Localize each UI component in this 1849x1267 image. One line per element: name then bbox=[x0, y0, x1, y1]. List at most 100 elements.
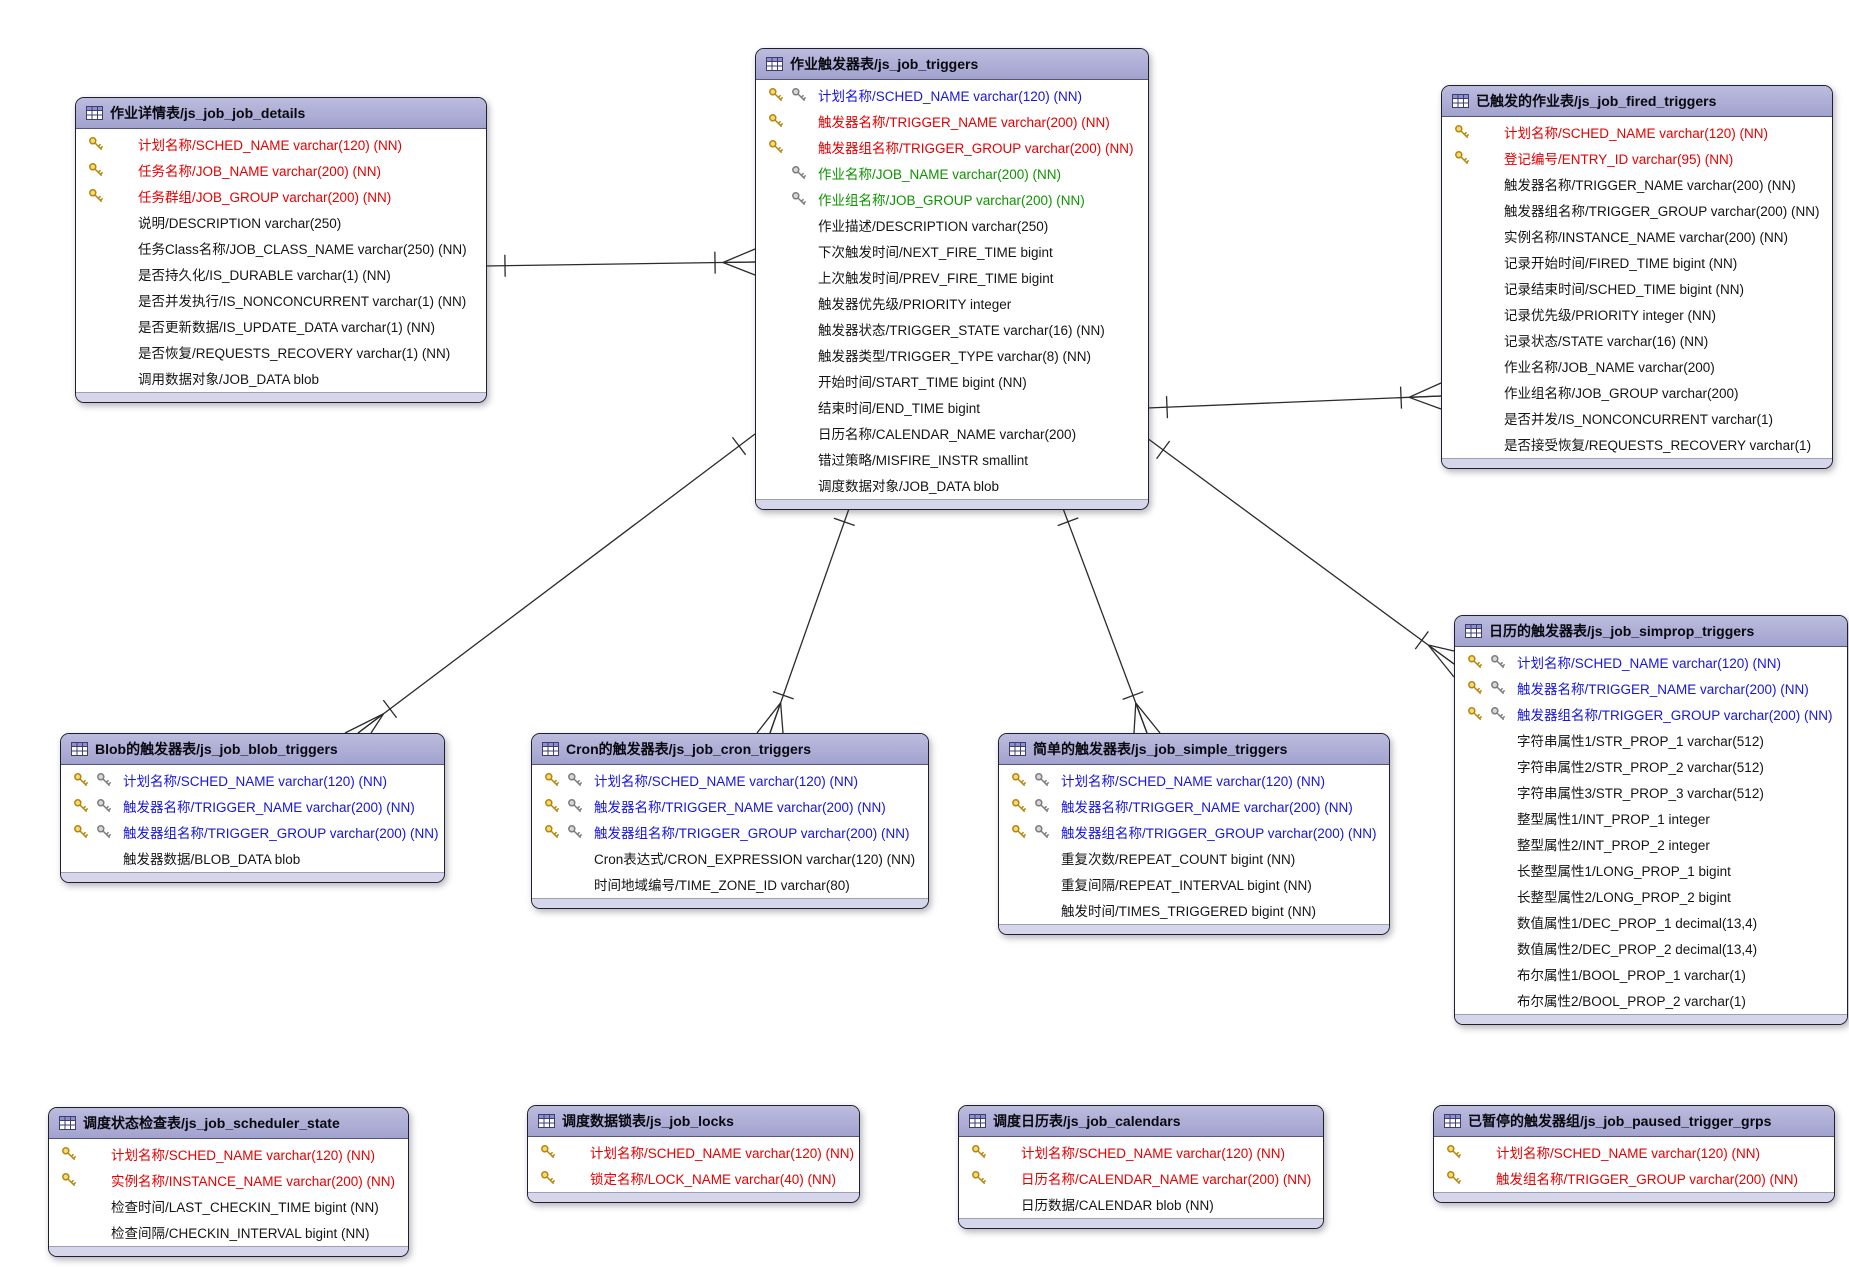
column-row: 整型属性1/INT_PROP_1 integer bbox=[1455, 805, 1847, 831]
table-js_job_triggers[interactable]: 作业触发器表/js_job_triggers 计划名称/SCHED_NAME v… bbox=[755, 48, 1149, 510]
column-row: 记录优先级/PRIORITY integer (NN) bbox=[1442, 301, 1832, 327]
table-js_job_paused_trigger_grps[interactable]: 已暂停的触发器组/js_job_paused_trigger_grps 计划名称… bbox=[1433, 1105, 1835, 1203]
column-row: 作业描述/DESCRIPTION varchar(250) bbox=[756, 212, 1148, 238]
relation-line-job-details-to-triggers bbox=[484, 261, 756, 267]
column-definition: 实例名称/INSTANCE_NAME varchar(200) (NN) bbox=[1504, 230, 1789, 245]
relation-line-triggers-to-simple-triggers bbox=[1060, 502, 1148, 734]
column-definition: 触发器优先级/PRIORITY integer bbox=[818, 297, 1012, 312]
column-row: 是否恢复/REQUESTS_RECOVERY varchar(1) (NN) bbox=[76, 339, 486, 365]
table-js_job_locks[interactable]: 调度数据锁表/js_job_locks 计划名称/SCHED_NAME varc… bbox=[527, 1105, 860, 1203]
table-js_job_blob_triggers[interactable]: Blob的触发器表/js_job_blob_triggers 计划名称/SCHE… bbox=[60, 733, 445, 883]
column-row: 触发器状态/TRIGGER_STATE varchar(16) (NN) bbox=[756, 316, 1148, 342]
primary-key-icon bbox=[73, 825, 88, 838]
primary-key-icon bbox=[1467, 707, 1482, 720]
table-title: 日历的触发器表/js_job_simprop_triggers bbox=[1489, 623, 1755, 639]
column-row: 错过策略/MISFIRE_INSTR smallint bbox=[756, 446, 1148, 472]
column-row: 日历名称/CALENDAR_NAME varchar(200) (NN) bbox=[959, 1165, 1323, 1191]
table-js_job_cron_triggers[interactable]: Cron的触发器表/js_job_cron_triggers 计划名称/SCHE… bbox=[531, 733, 929, 909]
table-js_job_fired_triggers[interactable]: 已触发的作业表/js_job_fired_triggers 计划名称/SCHED… bbox=[1441, 85, 1833, 469]
crow-foot bbox=[1135, 702, 1148, 734]
column-definition: 触发器名称/TRIGGER_NAME varchar(200) (NN) bbox=[1504, 178, 1796, 193]
column-definition: 计划名称/SCHED_NAME varchar(120) (NN) bbox=[1504, 126, 1769, 141]
primary-key-icon bbox=[1454, 125, 1469, 138]
column-definition: 触发器组名称/TRIGGER_GROUP varchar(200) (NN) bbox=[1061, 826, 1377, 841]
table-title: 调度状态检查表/js_job_scheduler_state bbox=[83, 1115, 340, 1131]
column-definition: 登记编号/ENTRY_ID varchar(95) (NN) bbox=[1504, 152, 1734, 167]
column-row: 检查时间/LAST_CHECKIN_TIME bigint (NN) bbox=[49, 1193, 408, 1219]
primary-key-icon bbox=[768, 140, 783, 153]
column-row: 实例名称/INSTANCE_NAME varchar(200) (NN) bbox=[49, 1167, 408, 1193]
table-columns: 计划名称/SCHED_NAME varchar(120) (NN)触发器名称/T… bbox=[532, 765, 928, 898]
column-row: 触发器名称/TRIGGER_NAME varchar(200) (NN) bbox=[1442, 171, 1832, 197]
table-icon bbox=[1444, 1114, 1461, 1128]
column-definition: 是否并发/IS_NONCONCURRENT varchar(1) bbox=[1504, 412, 1774, 427]
foreign-key-icon bbox=[1034, 773, 1049, 786]
column-row: 作业组名称/JOB_GROUP varchar(200) (NN) bbox=[756, 186, 1148, 212]
column-definition: 结束时间/END_TIME bigint bbox=[818, 401, 981, 416]
crow-foot bbox=[1408, 396, 1442, 410]
column-row: 是否更新数据/IS_UPDATE_DATA varchar(1) (NN) bbox=[76, 313, 486, 339]
column-definition: 数值属性1/DEC_PROP_1 decimal(13,4) bbox=[1517, 916, 1758, 931]
column-row: 登记编号/ENTRY_ID varchar(95) (NN) bbox=[1442, 145, 1832, 171]
primary-key-icon bbox=[1446, 1171, 1461, 1184]
table-columns: 计划名称/SCHED_NAME varchar(120) (NN)触发器名称/T… bbox=[61, 765, 444, 872]
table-footer bbox=[1442, 458, 1832, 468]
column-row: 记录状态/STATE varchar(16) (NN) bbox=[1442, 327, 1832, 353]
mandatory-bar bbox=[1414, 631, 1429, 650]
column-row: 计划名称/SCHED_NAME varchar(120) (NN) bbox=[959, 1139, 1323, 1165]
crow-foot bbox=[1427, 644, 1455, 678]
table-js_job_simprop_triggers[interactable]: 日历的触发器表/js_job_simprop_triggers 计划名称/SCH… bbox=[1454, 615, 1848, 1025]
table-header: Cron的触发器表/js_job_cron_triggers bbox=[532, 734, 928, 765]
table-js_job_simple_triggers[interactable]: 简单的触发器表/js_job_simple_triggers 计划名称/SCHE… bbox=[998, 733, 1390, 935]
primary-key-icon bbox=[61, 1173, 76, 1186]
table-js_job_job_details[interactable]: 作业详情表/js_job_job_details 计划名称/SCHED_NAME… bbox=[75, 97, 487, 403]
column-definition: 字符串属性1/STR_PROP_1 varchar(512) bbox=[1517, 734, 1764, 749]
column-row: 记录开始时间/FIRED_TIME bigint (NN) bbox=[1442, 249, 1832, 275]
mandatory-bar bbox=[382, 699, 398, 719]
crow-foot bbox=[344, 713, 384, 734]
column-row: 计划名称/SCHED_NAME varchar(120) (NN) bbox=[532, 767, 928, 793]
column-definition: 调用数据对象/JOB_DATA blob bbox=[138, 372, 320, 387]
crow-foot bbox=[1427, 644, 1455, 665]
column-row: 触发器名称/TRIGGER_NAME varchar(200) (NN) bbox=[532, 793, 928, 819]
table-footer bbox=[1434, 1192, 1834, 1202]
column-definition: 重复间隔/REPEAT_INTERVAL bigint (NN) bbox=[1061, 878, 1312, 893]
table-title: 已触发的作业表/js_job_fired_triggers bbox=[1476, 93, 1717, 109]
primary-key-icon bbox=[768, 114, 783, 127]
column-row: 记录结束时间/SCHED_TIME bigint (NN) bbox=[1442, 275, 1832, 301]
column-definition: 错过策略/MISFIRE_INSTR smallint bbox=[818, 453, 1029, 468]
column-row: 长整型属性1/LONG_PROP_1 bigint bbox=[1455, 857, 1847, 883]
column-row: 说明/DESCRIPTION varchar(250) bbox=[76, 209, 486, 235]
table-js_job_calendars[interactable]: 调度日历表/js_job_calendars 计划名称/SCHED_NAME v… bbox=[958, 1105, 1324, 1229]
crow-foot bbox=[357, 713, 384, 734]
foreign-key-icon bbox=[96, 773, 111, 786]
table-footer bbox=[532, 898, 928, 908]
table-columns: 计划名称/SCHED_NAME varchar(120) (NN) 登记编号/EN… bbox=[1442, 117, 1832, 458]
mandatory-bar bbox=[1122, 691, 1144, 700]
column-row: 开始时间/START_TIME bigint (NN) bbox=[756, 368, 1148, 394]
column-definition: 锁定名称/LOCK_NAME varchar(40) (NN) bbox=[590, 1172, 837, 1187]
mandatory-bar bbox=[1156, 440, 1171, 460]
column-definition: 作业名称/JOB_NAME varchar(200) bbox=[1504, 360, 1715, 375]
crow-foot bbox=[1428, 644, 1455, 652]
column-row: 作业名称/JOB_NAME varchar(200) bbox=[1442, 353, 1832, 379]
foreign-key-icon bbox=[96, 825, 111, 838]
column-definition: 触发器组名称/TRIGGER_GROUP varchar(200) (NN) bbox=[1517, 708, 1833, 723]
primary-key-icon bbox=[1011, 773, 1026, 786]
column-definition: 计划名称/SCHED_NAME varchar(120) (NN) bbox=[138, 138, 403, 153]
column-row: 触发器组名称/TRIGGER_GROUP varchar(200) (NN) bbox=[756, 134, 1148, 160]
column-definition: 计划名称/SCHED_NAME varchar(120) (NN) bbox=[123, 774, 388, 789]
primary-key-icon bbox=[971, 1171, 986, 1184]
column-row: 计划名称/SCHED_NAME varchar(120) (NN) bbox=[1455, 649, 1847, 675]
foreign-key-icon bbox=[1034, 799, 1049, 812]
table-js_job_scheduler_state[interactable]: 调度状态检查表/js_job_scheduler_state 计划名称/SCHE… bbox=[48, 1107, 409, 1257]
table-footer bbox=[61, 872, 444, 882]
table-icon bbox=[969, 1114, 986, 1128]
table-footer bbox=[49, 1246, 408, 1256]
column-row: 触发器组名称/TRIGGER_GROUP varchar(200) (NN) bbox=[1455, 701, 1847, 727]
column-definition: 是否恢复/REQUESTS_RECOVERY varchar(1) (NN) bbox=[138, 346, 451, 361]
column-row: 调用数据对象/JOB_DATA blob bbox=[76, 365, 486, 391]
column-row: 计划名称/SCHED_NAME varchar(120) (NN) bbox=[61, 767, 444, 793]
column-row: 重复次数/REPEAT_COUNT bigint (NN) bbox=[999, 845, 1389, 871]
primary-key-icon bbox=[1011, 799, 1026, 812]
